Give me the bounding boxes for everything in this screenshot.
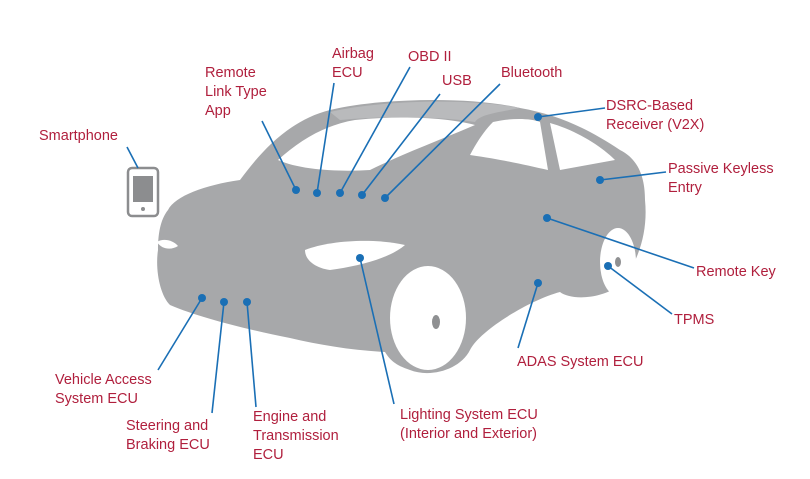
leader-lines bbox=[126, 66, 695, 414]
leader-remote-key bbox=[546, 217, 695, 269]
leader-obd bbox=[339, 66, 411, 194]
leader-remote-link bbox=[261, 120, 297, 191]
smartphone-icon bbox=[126, 166, 160, 218]
fog-light bbox=[153, 285, 161, 305]
side-window-front bbox=[470, 119, 548, 170]
label-tpms: TPMS bbox=[674, 312, 715, 328]
label-adas: ADAS System ECU bbox=[517, 354, 644, 370]
leader-adas bbox=[517, 282, 539, 349]
dot-adas bbox=[534, 279, 542, 287]
label-lighting: Lighting System ECU (Interior and Exteri… bbox=[400, 407, 538, 442]
car-silhouette bbox=[153, 99, 646, 374]
label-remote-key: Remote Key bbox=[696, 264, 776, 280]
leader-lighting bbox=[359, 257, 395, 405]
leader-tpms bbox=[607, 265, 673, 315]
dot-tpms bbox=[604, 262, 612, 270]
leader-usb bbox=[361, 93, 441, 196]
label-airbag: Airbag ECU bbox=[332, 46, 374, 81]
label-engine: Engine and Transmission ECU bbox=[253, 409, 339, 463]
car-body bbox=[157, 99, 646, 374]
dot-airbag bbox=[313, 189, 321, 197]
label-vehicle-access: Vehicle Access System ECU bbox=[55, 372, 152, 407]
label-usb: USB bbox=[442, 73, 472, 89]
label-smartphone: Smartphone bbox=[39, 128, 118, 144]
dot-usb bbox=[358, 191, 366, 199]
dot-dsrc bbox=[534, 113, 542, 121]
dot-lighting bbox=[356, 254, 364, 262]
leader-airbag bbox=[316, 82, 335, 194]
dot-keyless bbox=[596, 176, 604, 184]
dot-steering bbox=[220, 298, 228, 306]
connection-dots bbox=[198, 113, 612, 306]
label-dsrc: DSRC-Based Receiver (V2X) bbox=[606, 98, 705, 133]
leader-steering bbox=[211, 301, 225, 414]
label-obd: OBD II bbox=[408, 49, 452, 65]
front-intake bbox=[305, 240, 405, 270]
label-bluetooth: Bluetooth bbox=[501, 65, 563, 81]
rear-wheel-hub bbox=[615, 257, 621, 267]
dot-remote-link bbox=[292, 186, 300, 194]
leader-engine bbox=[246, 301, 257, 408]
leader-smartphone bbox=[126, 146, 139, 169]
leader-vehicle-access bbox=[157, 297, 203, 371]
label-remote-link: Remote Link Type App bbox=[205, 65, 267, 119]
label-steering: Steering and Braking ECU bbox=[126, 418, 210, 453]
dot-remote-key bbox=[543, 214, 551, 222]
dot-bluetooth bbox=[381, 194, 389, 202]
side-window-rear bbox=[550, 123, 615, 170]
dot-engine bbox=[243, 298, 251, 306]
dot-obd bbox=[336, 189, 344, 197]
roof-edge bbox=[330, 101, 520, 122]
leader-dsrc bbox=[537, 107, 606, 118]
dot-vehicle-access bbox=[198, 294, 206, 302]
leader-keyless bbox=[599, 171, 667, 181]
label-keyless: Passive Keyless Entry bbox=[668, 161, 774, 196]
front-wheel bbox=[390, 266, 466, 370]
front-wheel-hub bbox=[432, 315, 440, 329]
leader-bluetooth bbox=[384, 83, 501, 199]
headlight-left bbox=[157, 239, 178, 249]
